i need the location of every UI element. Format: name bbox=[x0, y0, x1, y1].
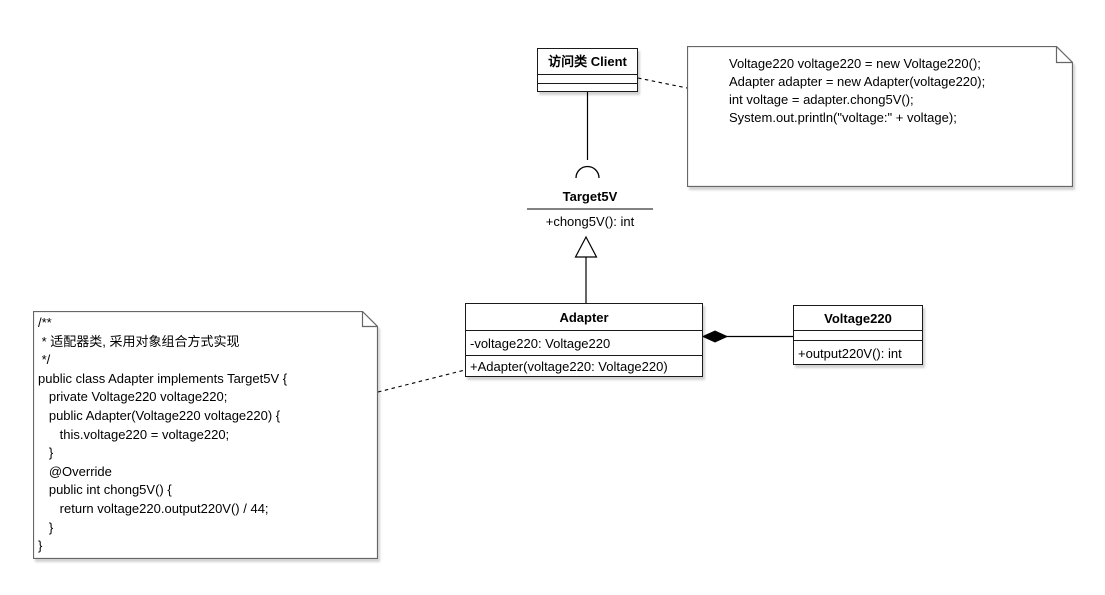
class-voltage220: Voltage220 +output220V(): int bbox=[793, 305, 923, 365]
class-voltage220-attributes-compartment bbox=[794, 330, 922, 340]
code-line: } bbox=[38, 538, 43, 554]
code-line: * 适配器类, 采用对象组合方式实现 bbox=[38, 333, 240, 349]
interface-target5v-title: Target5V bbox=[562, 189, 618, 204]
note-adapter-code-text: /** * 适配器类, 采用对象组合方式实现 */ public class A… bbox=[33, 311, 378, 556]
class-adapter-title: Adapter bbox=[559, 309, 609, 325]
class-voltage220-title: Voltage220 bbox=[824, 310, 892, 326]
note-client-code-text: Voltage220 voltage220 = new Voltage220()… bbox=[687, 46, 1073, 127]
class-client-attributes-compartment bbox=[538, 74, 637, 83]
code-line: } bbox=[38, 519, 54, 535]
interface-divider bbox=[527, 208, 653, 210]
class-adapter: Adapter -voltage220: Voltage220 +Adapter… bbox=[465, 303, 703, 377]
interface-target5v-method: +chong5V(): int bbox=[545, 214, 635, 229]
class-adapter-attribute: -voltage220: Voltage220 bbox=[466, 330, 702, 355]
note-adapter-code: /** * 适配器类, 采用对象组合方式实现 */ public class A… bbox=[33, 311, 378, 559]
realization-triangle-icon bbox=[574, 235, 598, 258]
code-line: public class Adapter implements Target5V… bbox=[38, 370, 288, 386]
class-voltage220-method: +output220V(): int bbox=[794, 340, 922, 365]
code-line: } bbox=[38, 445, 54, 461]
class-client-title: 访问类 Client bbox=[548, 54, 627, 69]
composition-diamond-icon bbox=[701, 330, 729, 343]
code-line: */ bbox=[38, 352, 51, 368]
adapter-note-dashed-link bbox=[377, 369, 466, 393]
interface-target5v: Target5V +chong5V(): int bbox=[527, 187, 653, 229]
code-line: this.voltage220 = voltage220; bbox=[38, 426, 230, 442]
note-client-code: Voltage220 voltage220 = new Voltage220()… bbox=[687, 46, 1073, 187]
required-interface-socket-icon bbox=[575, 165, 600, 179]
code-line: System.out.println("voltage:" + voltage)… bbox=[729, 110, 957, 125]
note-outline-icon bbox=[687, 46, 1073, 187]
code-line: return voltage220.output220V() / 44; bbox=[38, 500, 269, 516]
note-outline-icon bbox=[33, 311, 378, 559]
code-line: public int chong5V() { bbox=[38, 482, 172, 498]
class-adapter-method: +Adapter(voltage220: Voltage220) bbox=[466, 355, 702, 377]
class-client: 访问类 Client bbox=[537, 48, 638, 92]
code-line: /** bbox=[38, 315, 52, 330]
client-note-dashed-link bbox=[637, 77, 688, 89]
code-line: Adapter adapter = new Adapter(voltage220… bbox=[729, 74, 986, 89]
code-line: Voltage220 voltage220 = new Voltage220()… bbox=[729, 56, 981, 71]
class-client-methods-compartment bbox=[538, 83, 637, 92]
code-line: private Voltage220 voltage220; bbox=[38, 389, 228, 405]
code-line: @Override bbox=[38, 463, 112, 479]
code-line: int voltage = adapter.chong5V(); bbox=[729, 92, 914, 107]
code-line: public Adapter(Voltage220 voltage220) { bbox=[38, 407, 281, 423]
